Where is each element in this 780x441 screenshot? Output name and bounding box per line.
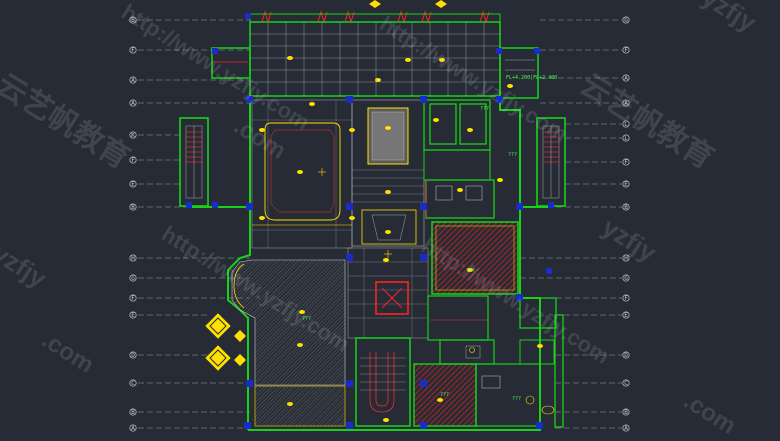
room-code: ???	[302, 316, 311, 322]
right-axis-tags: G F A A L L F E B H G F E D C B A	[624, 17, 628, 432]
axis-tag: C	[131, 380, 135, 387]
dining-room	[231, 259, 346, 386]
bedroom-east	[431, 221, 519, 295]
living-room-ceiling	[251, 99, 353, 249]
axis-tag: F	[624, 295, 628, 302]
room-code: ???	[466, 268, 475, 274]
axis-tag: K	[131, 132, 135, 139]
axis-tag: C	[624, 380, 628, 387]
section-marker-lower	[205, 345, 246, 371]
right-axis-bubbles	[622, 16, 630, 432]
light-crosses	[318, 168, 392, 258]
axis-tag: F	[131, 47, 135, 54]
watermark-brand: 云艺帆教育	[574, 67, 720, 176]
axis-tag: E	[131, 181, 135, 188]
watermark-tail: .com	[679, 387, 741, 440]
axis-tag: B	[131, 204, 135, 211]
axis-tag: F	[131, 157, 135, 164]
level-note: FL+4.200|FL+2.400	[506, 75, 557, 81]
axis-tag: H	[131, 255, 135, 262]
axis-tag: A	[131, 425, 135, 432]
middle-right-rooms	[427, 295, 495, 365]
upper-right-block	[499, 47, 539, 99]
east-terrace	[519, 297, 564, 428]
axis-tag: A	[131, 77, 135, 84]
upper-right-bath-cluster	[423, 99, 495, 219]
watermark-short: yzfjy	[0, 238, 52, 294]
bathroom-southeast	[475, 339, 555, 427]
room-code: ???	[480, 106, 489, 112]
axis-tag: L	[624, 121, 628, 128]
left-axis-tags: B F A A K F E B H G F E D C B A	[131, 17, 135, 432]
room-code: ???	[512, 396, 521, 402]
left-stair-tower	[179, 117, 209, 207]
room-code-labels: ??? ??? ??? ??? ??? ???	[302, 106, 521, 402]
axis-tag: G	[131, 275, 135, 282]
axis-tag: B	[131, 409, 135, 416]
axis-tag: D	[131, 352, 135, 359]
right-stair-tower	[536, 117, 566, 207]
axis-tag: F	[624, 47, 628, 54]
watermark-short: yzfjy	[597, 212, 662, 268]
top-markers	[245, 0, 447, 19]
axis-tag: A	[131, 100, 135, 107]
structural-columns	[186, 48, 554, 429]
central-corridor	[347, 247, 429, 339]
watermark-short: yzfjy	[697, 0, 762, 38]
room-code: ???	[440, 392, 449, 398]
axis-tag: A	[624, 75, 628, 82]
axis-tag: B	[131, 17, 135, 24]
upper-left-block	[211, 47, 251, 79]
axis-tag: A	[624, 100, 628, 107]
section-marker-upper	[205, 313, 246, 342]
central-foyer	[351, 99, 425, 247]
axis-tag: E	[624, 312, 628, 319]
axis-tag: G	[624, 275, 628, 282]
watermark-tail: .com	[37, 326, 99, 379]
axis-tag: H	[624, 255, 628, 262]
lower-left-room	[254, 385, 346, 427]
axis-tag: G	[624, 17, 628, 24]
watermark-layer: http://www.yzfjy.com http://www.yzfjy.co…	[0, 0, 762, 440]
axis-tag: B	[624, 409, 628, 416]
axis-tag: A	[624, 425, 628, 432]
axis-tag: D	[624, 352, 628, 359]
right-axis-lines	[520, 19, 622, 429]
lower-stair	[355, 337, 411, 427]
axis-tag: B	[624, 204, 628, 211]
room-code: ???	[508, 152, 517, 158]
watermark-brand: 云艺帆教育	[0, 67, 136, 176]
left-axis-bubbles	[129, 16, 137, 432]
axis-tag: E	[624, 181, 628, 188]
axis-tag: E	[131, 312, 135, 319]
axis-tag: L	[624, 135, 628, 142]
axis-tag: F	[131, 295, 135, 302]
ceiling-lights	[259, 56, 543, 422]
axis-tag: F	[624, 159, 628, 166]
